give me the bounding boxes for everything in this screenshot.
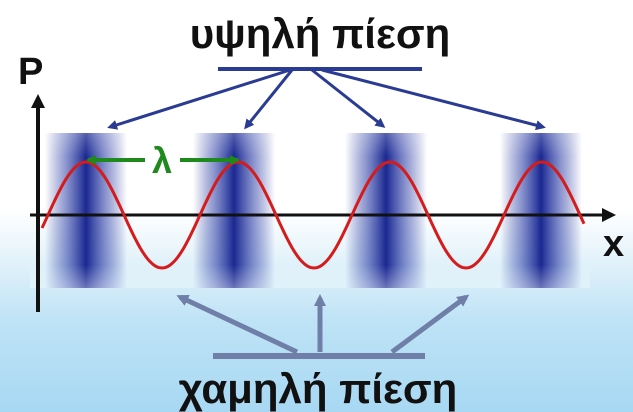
- low-pressure-arrows: [180, 297, 466, 359]
- high-pressure-arrows: [110, 69, 543, 127]
- low-pressure-label: χαμηλή πίεση: [179, 365, 458, 412]
- x-axis-label: x: [603, 223, 624, 265]
- high-pressure-label: υψηλή πίεση: [190, 10, 451, 57]
- wavelength-label: λ: [152, 140, 172, 181]
- y-axis-label: P: [18, 51, 43, 93]
